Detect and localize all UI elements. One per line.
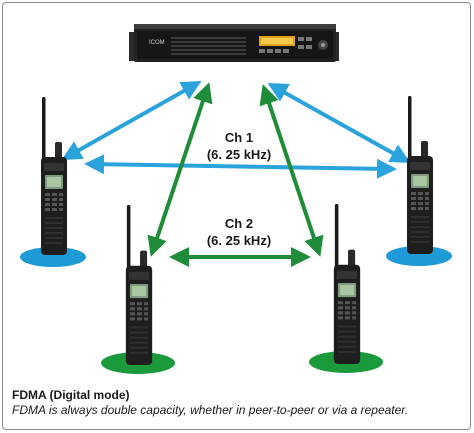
arrow-repeater-center-left-ch2 bbox=[147, 82, 213, 257]
arrow-repeater-right-ch1 bbox=[267, 83, 411, 163]
caption: FDMA (Digital mode) FDMA is always doubl… bbox=[12, 388, 467, 418]
arrow-left-right-ch1 bbox=[84, 154, 397, 179]
radio-icon-center-right bbox=[333, 204, 361, 364]
fdma-diagram: Ch 1 (6. 25 kHz) Ch 2 (6. 25 kHz) ICOM bbox=[20, 24, 452, 374]
repeater-icon: ICOM bbox=[129, 24, 339, 62]
arrow-repeater-left-ch1 bbox=[61, 81, 202, 160]
ch1-bandwidth: (6. 25 kHz) bbox=[207, 147, 271, 162]
arrow-repeater-center-right-ch2 bbox=[259, 84, 324, 257]
caption-title: FDMA (Digital mode) bbox=[12, 388, 130, 402]
ch2-bandwidth: (6. 25 kHz) bbox=[207, 233, 271, 248]
radio-icon-left bbox=[41, 97, 67, 255]
ch2-label: Ch 2 bbox=[225, 216, 253, 231]
caption-subtitle: FDMA is always double capacity, whether … bbox=[12, 403, 409, 417]
ch1-label: Ch 1 bbox=[225, 130, 253, 145]
radio-icon-right bbox=[407, 96, 433, 254]
shadow-right-radio bbox=[386, 246, 452, 266]
shadow-left-radio bbox=[20, 247, 86, 267]
diagram-frame: Ch 1 (6. 25 kHz) Ch 2 (6. 25 kHz) ICOM bbox=[2, 2, 471, 430]
repeater-brand: ICOM bbox=[149, 40, 165, 46]
radio-icon-center-left bbox=[125, 205, 153, 365]
